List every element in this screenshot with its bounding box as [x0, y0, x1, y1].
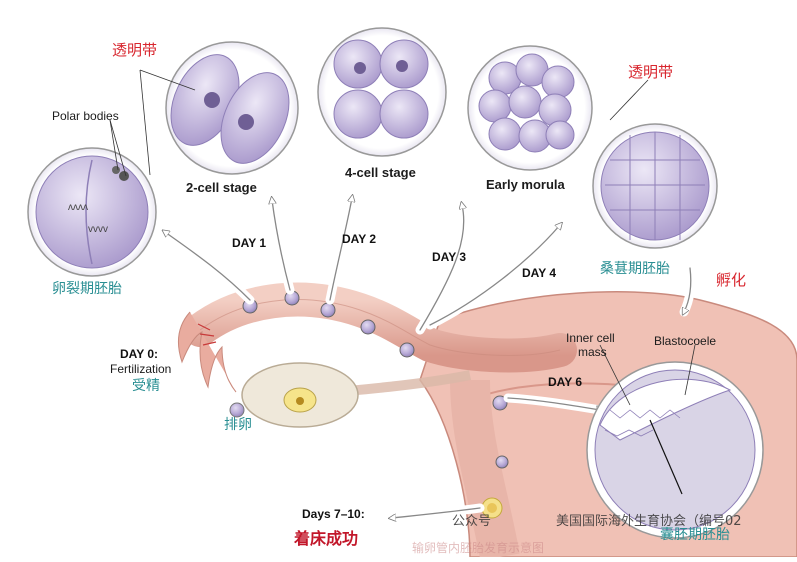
- cleavage-embryo-label: 卵裂期胚胎: [52, 281, 122, 297]
- bottom-caption: 输卵管内胚胎发育示意图: [412, 541, 545, 555]
- day1-label: DAY 1: [232, 236, 267, 250]
- implantation-cn-label: 着床成功: [294, 529, 359, 548]
- four-cell-stage: [317, 27, 447, 157]
- polar-bodies-label: Polar bodies: [52, 109, 119, 123]
- zona-pellucida-label-right: 透明带: [628, 63, 674, 81]
- morula-stage: [592, 123, 718, 249]
- svg-text:ʌʌʌʌ: ʌʌʌʌ: [68, 202, 88, 213]
- blastocyst-cn-label: 囊胚期胚胎: [660, 527, 730, 543]
- early-morula-stage: [467, 45, 593, 171]
- watermark-prefix: 公众号: [452, 514, 492, 529]
- watermark-text: 美国国际海外生育协会（编号02: [556, 514, 742, 529]
- zygote-stage: ʌʌʌʌ vvvv: [27, 147, 157, 277]
- implantation-days-label: Days 7–10:: [302, 507, 365, 521]
- two-cell-label: 2-cell stage: [186, 180, 257, 195]
- svg-text:vvvv: vvvv: [88, 224, 108, 235]
- inner-cell-mass-label-1: Inner cell: [566, 331, 615, 345]
- day2-label: DAY 2: [342, 232, 377, 246]
- day3-label: DAY 3: [432, 250, 467, 264]
- zona-pellucida-label-left: 透明带: [112, 41, 158, 59]
- two-cell-stage: [165, 41, 299, 175]
- hatching-label: 孵化: [716, 271, 747, 289]
- blastocyst-stage: [586, 361, 764, 539]
- fertilization-day-label: DAY 0:: [120, 347, 159, 361]
- morula-embryo-label: 桑葚期胚胎: [600, 261, 670, 277]
- fertilization-label: Fertilization: [110, 362, 172, 376]
- ovulation-label: 排卵: [224, 417, 252, 433]
- leader-lines: [109, 69, 696, 406]
- inner-cell-mass-label-2: mass: [578, 345, 607, 359]
- blastocoele-label: Blastocoele: [654, 334, 717, 348]
- day6-label: DAY 6: [548, 375, 583, 389]
- four-cell-label: 4-cell stage: [345, 165, 416, 180]
- fertilization-cn-label: 受精: [132, 378, 160, 394]
- early-morula-label: Early morula: [486, 177, 565, 192]
- day4-label: DAY 4: [522, 266, 557, 280]
